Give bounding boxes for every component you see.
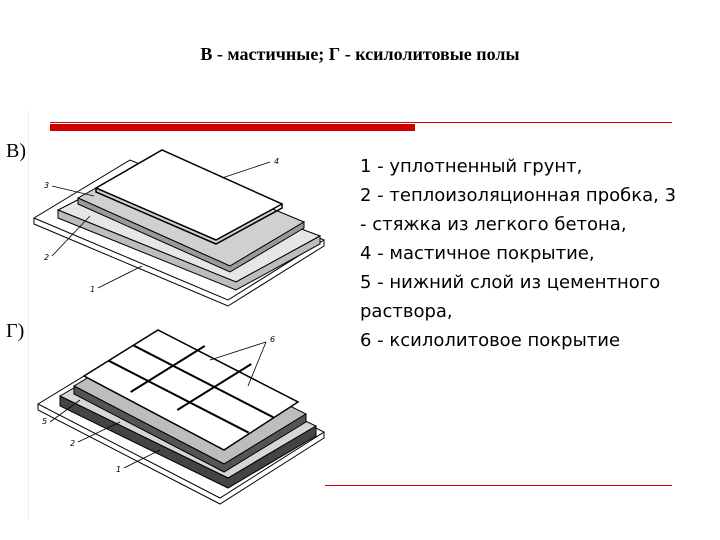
- mastic-edge: [95, 188, 283, 245]
- left-rule: [28, 110, 29, 520]
- slide-title: В - мастичные; Г - ксилолитовые полы: [200, 44, 520, 64]
- legend-line: 2 - теплоизоляционная пробка, 3: [360, 185, 677, 206]
- figure-mastic-floor: 3 2 1 4: [32, 149, 326, 307]
- fig-v-number-1: 1: [90, 285, 95, 294]
- divider-line-top: [50, 122, 672, 123]
- screed-edge: [77, 197, 305, 273]
- legend-line: 4 - мастичное покрытие,: [360, 243, 595, 264]
- fig-v-number-3: 3: [44, 181, 49, 190]
- cork-edge: [57, 209, 321, 291]
- accent-bar: [50, 124, 415, 131]
- ground-edge: [33, 218, 325, 307]
- fig-v-number-4: 4: [274, 157, 279, 166]
- fig-g-number-2: 2: [70, 439, 75, 448]
- cement-edge: [73, 385, 307, 473]
- legend-line: раствора,: [360, 301, 453, 322]
- ground-edge: [37, 404, 325, 505]
- legend-line: - стяжка из легкого бетона,: [360, 214, 627, 235]
- tile-grid: [108, 344, 274, 434]
- fig-g-number-5: 5: [42, 417, 47, 426]
- fig-g-number-1: 1: [116, 465, 121, 474]
- fig-v-number-2: 2: [44, 253, 49, 262]
- legend-line: 6 - ксилолитовое покрытие: [360, 330, 621, 351]
- label-g: Г): [6, 320, 25, 342]
- legend-line: 1 - уплотненный грунт,: [360, 156, 583, 177]
- divider-line-bottom: [325, 485, 672, 486]
- legend-list: 1 - уплотненный грунт, 2 - теплоизоляцио…: [360, 152, 690, 355]
- cork-edge: [59, 395, 317, 489]
- figure-xylolite-floor: 6 5 2 1: [36, 329, 326, 505]
- legend-line: 5 - нижний слой из цементного: [360, 272, 661, 293]
- fig-g-number-6: 6: [270, 335, 275, 344]
- label-v: В): [6, 140, 26, 162]
